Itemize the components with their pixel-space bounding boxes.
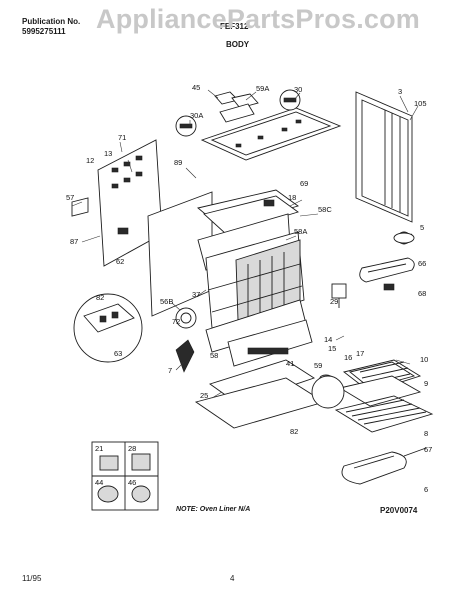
cooktop-frame xyxy=(200,107,342,161)
broil-element xyxy=(341,447,427,485)
callout-18: 18 xyxy=(288,193,296,202)
callout-82b: 82 xyxy=(290,427,298,436)
callout-68: 68 xyxy=(418,289,426,298)
watermark: AppliancePartsPros.com xyxy=(96,4,421,34)
rear-panel xyxy=(355,91,413,223)
callout-58: 58 xyxy=(210,351,218,360)
callout-30: 30 xyxy=(294,85,302,94)
parts-grid xyxy=(91,441,159,511)
callout-59: 59 xyxy=(314,361,322,370)
diagram-note: NOTE: Oven Liner N/A xyxy=(176,506,251,513)
bottom-panels xyxy=(194,359,326,429)
callout-9: 9 xyxy=(424,379,428,388)
thermostat-part xyxy=(331,283,347,308)
callout-87: 87 xyxy=(70,237,78,246)
publication-number: 5995275111 xyxy=(22,27,66,36)
callout-14: 14 xyxy=(324,335,332,344)
callout-82: 82 xyxy=(96,293,104,302)
callout-46: 46 xyxy=(128,478,136,487)
callout-58a: 58A xyxy=(294,227,307,236)
callout-28: 28 xyxy=(128,444,136,453)
callout-10: 10 xyxy=(420,355,428,364)
callout-45: 45 xyxy=(192,83,200,92)
callout-63: 63 xyxy=(114,349,122,358)
oven-body xyxy=(147,189,305,329)
drawing-code: P20V0074 xyxy=(380,506,418,515)
callout-29: 29 xyxy=(330,297,338,306)
oven-rack xyxy=(334,395,434,433)
drawer xyxy=(205,299,313,367)
callout-3: 3 xyxy=(398,87,402,96)
element-burner xyxy=(393,232,415,244)
callout-105: 105 xyxy=(414,99,427,108)
callout-69: 69 xyxy=(300,179,308,188)
callout-12: 12 xyxy=(86,156,94,165)
callout-59a: 59A xyxy=(256,84,269,93)
broiler-pan xyxy=(338,359,422,407)
section-title: BODY xyxy=(226,40,250,49)
callout-16: 16 xyxy=(344,353,352,362)
inset-detail-59 xyxy=(311,375,345,409)
callout-56b: 56B xyxy=(160,297,173,306)
callout-72: 72 xyxy=(172,317,180,326)
callout-44: 44 xyxy=(95,478,103,487)
callout-13: 13 xyxy=(104,149,112,158)
callout-25: 25 xyxy=(200,391,208,400)
callout-58c: 58C xyxy=(318,205,332,214)
callout-7: 7 xyxy=(168,366,172,375)
callout-89: 89 xyxy=(174,158,182,167)
callout-17: 17 xyxy=(356,349,364,358)
callout-37: 37 xyxy=(192,290,200,299)
callout-5: 5 xyxy=(420,223,424,232)
callout-labels: 45 59A 30 30A 3 105 71 13 12 89 69 18 58… xyxy=(66,83,432,494)
callout-67: 67 xyxy=(424,445,432,454)
callout-30a: 30A xyxy=(190,111,203,120)
callout-57: 57 xyxy=(66,193,74,202)
callout-71: 71 xyxy=(118,133,126,142)
callout-66: 66 xyxy=(418,259,426,268)
callout-62: 62 xyxy=(116,257,124,266)
callout-41: 41 xyxy=(286,359,294,368)
model-number: FEF312 xyxy=(220,22,249,31)
footer-date: 11/95 xyxy=(22,574,42,583)
leader-lines xyxy=(71,89,419,399)
callout-15: 15 xyxy=(328,344,336,353)
callout-8: 8 xyxy=(424,429,428,438)
inset-detail-72 xyxy=(175,307,197,329)
inset-detail-82 xyxy=(73,293,143,363)
left-side-panel xyxy=(71,139,163,267)
callout-6: 6 xyxy=(424,485,428,494)
top-brackets xyxy=(175,89,301,137)
publication-label: Publication No. xyxy=(22,17,81,26)
callout-21: 21 xyxy=(95,444,103,453)
page-number: 4 xyxy=(230,574,235,583)
